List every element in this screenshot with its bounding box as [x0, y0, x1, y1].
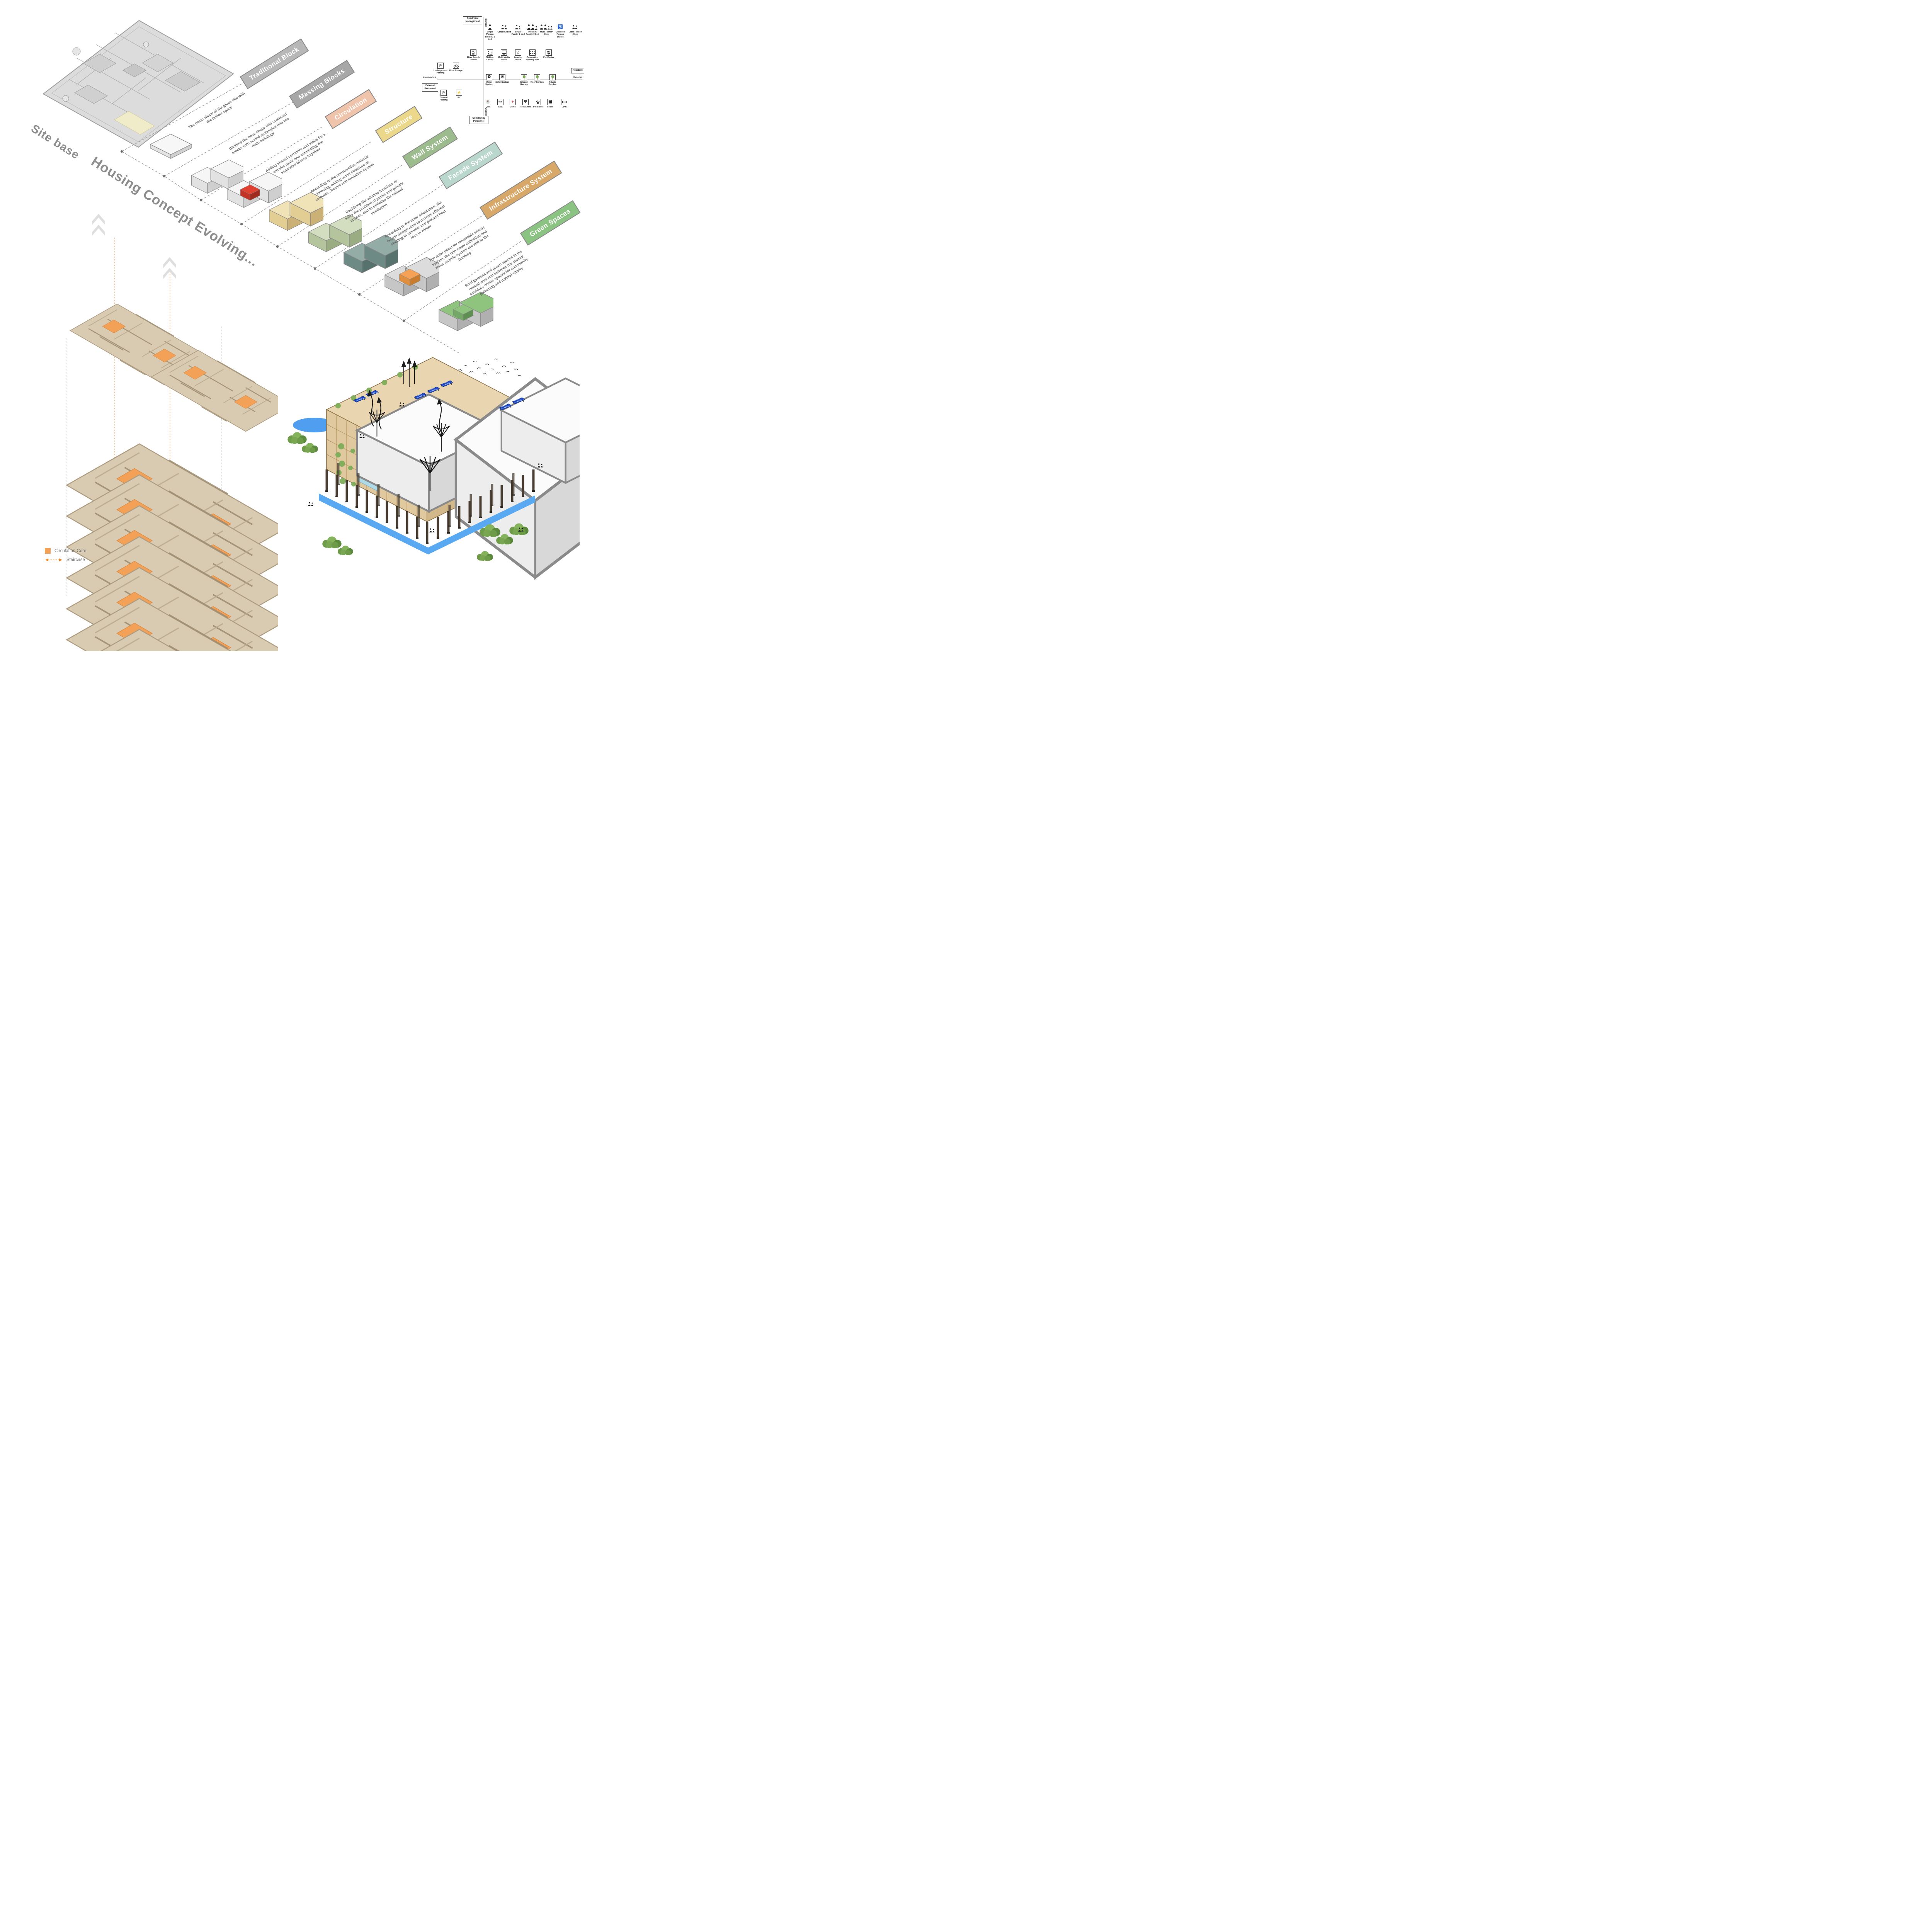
- matrix-item-cvs: CVS CVS: [493, 99, 507, 108]
- up-arrow-icon: [163, 257, 176, 268]
- fork-icon: Ψ: [522, 99, 529, 105]
- staircase-arrow-icon: [45, 558, 62, 561]
- multi-family-icon: [539, 24, 554, 30]
- tree-icon: [521, 74, 527, 80]
- matrix-item-solar-system: ☀ Solar System: [495, 74, 509, 83]
- matrix-item-single-family: Single Family 2 bed: [511, 24, 525, 36]
- exploded-axon: [27, 214, 278, 651]
- apartment-management-tag: Apartment Management: [463, 16, 482, 24]
- step-label-massing-blocks: Massing Blocks: [289, 60, 355, 109]
- ev-charger-icon: ⚡: [456, 90, 462, 96]
- step-label-infrastructure-system: Infrastructure System: [480, 160, 562, 220]
- matrix-item-roof-garden: Roof Garden: [530, 74, 544, 83]
- airflow-arrows: [369, 362, 442, 433]
- paw-icon: [546, 49, 552, 56]
- step-label-green-spaces: Green Spaces: [520, 200, 581, 246]
- step-desc-infrastructure-system: The solar panel for renewable energy sys…: [428, 225, 490, 270]
- sun-icon: ☀: [499, 74, 505, 80]
- up-arrow-icon: [163, 268, 176, 279]
- community-personnel-tag: Community Personnel: [469, 116, 488, 124]
- office-house-icon: ⌂: [515, 49, 521, 56]
- matrix-item-children-center: Children Center: [483, 49, 497, 61]
- axis-label-irrelevance: Irrelevance: [423, 76, 436, 79]
- water-band: [319, 493, 535, 554]
- step-label-facade-system: Facade System: [439, 141, 503, 189]
- axis-label-related: Related: [573, 76, 583, 79]
- step-label-circulation: Circulation: [325, 89, 377, 129]
- underground-parking-icon: P: [437, 63, 444, 69]
- elder-care-icon: [470, 49, 476, 56]
- matrix-item-underground-parking: P Underground Parking: [434, 63, 447, 75]
- media-screen-icon: [501, 49, 507, 56]
- legend-circulation-core: Circulation Core: [45, 548, 86, 554]
- wheelchair-icon: ♿: [558, 24, 563, 29]
- external-personnel-tag: External Personnel: [422, 83, 438, 92]
- tree-icon: [534, 74, 540, 80]
- children-icon: [487, 49, 493, 56]
- resident-tag: Resident: [571, 68, 584, 73]
- axis-label-outward: Outward: [485, 107, 487, 118]
- step-desc-green-spaces: Roof gardens and green spaces in the cen…: [464, 249, 529, 297]
- paw-icon: [535, 99, 541, 105]
- program-matrix: Inward Outward Irrelevance Related Apart…: [421, 14, 591, 130]
- recycle-arrows-icon: ♻: [486, 74, 492, 80]
- store-icon: CVS: [497, 99, 503, 105]
- ground-parking-icon: P: [440, 90, 447, 96]
- matrix-item-bike-storage: Bike Storage: [449, 63, 463, 72]
- up-arrow-icon: [92, 214, 105, 225]
- matrix-item-gym: Gym: [557, 99, 571, 108]
- couple-icon: [501, 24, 507, 30]
- architecture-diagram-board: Site base Housing Concept Evolving... Th…: [0, 0, 673, 673]
- coffee-cup-icon: ☕: [485, 99, 491, 105]
- step-label-structure: Structure: [375, 105, 423, 143]
- bird-flock: [458, 359, 521, 376]
- elder-couple-icon: [572, 24, 578, 30]
- eco-building-axon: [287, 357, 580, 582]
- step-desc-structure: According to the construction material c…: [310, 154, 375, 202]
- bike-icon: [453, 63, 459, 69]
- model-green-spaces: [434, 290, 493, 336]
- step-desc-facade-system: According to the solar orientation, the …: [384, 200, 447, 247]
- matrix-item-fedex: ▣ Fedex: [547, 99, 554, 108]
- legend-staircase: Staircase: [45, 558, 86, 562]
- tree-icon: [549, 74, 556, 80]
- matrix-item-disabled-person: ♿ Disabled Person Studio: [556, 24, 565, 38]
- matrix-item-private-garden: Private Garden: [546, 74, 560, 86]
- single-family-icon: [515, 24, 521, 30]
- up-arrow-icon: [92, 224, 105, 236]
- step-label-traditional-block: Traditional Block: [240, 38, 309, 89]
- package-icon: ▣: [547, 99, 553, 105]
- circulation-core-swatch: [45, 548, 51, 554]
- matrix-item-multi-family: Multi Family 4 bed: [539, 24, 553, 36]
- matrix-item-clinic: + Clinic: [510, 99, 516, 108]
- matrix-item-multi-media-room: Multi Media Room: [497, 49, 511, 61]
- matrix-item-elder-person: Elder Person 2 bed: [568, 24, 582, 36]
- matrix-item-water-system: ♻ Water System: [485, 74, 493, 86]
- matrix-item-single-person: Single Person Studio / 1 bed: [483, 24, 497, 41]
- matrix-item-pet-store: Pet Store: [531, 99, 545, 108]
- meeting-people-icon: [529, 49, 536, 56]
- matrix-item-medium-family: Medium Family 3 bed: [526, 24, 539, 36]
- matrix-item-restaurant: Ψ Restaurant: [520, 99, 531, 108]
- step-label-wall-system: Wall System: [402, 126, 458, 169]
- dumbbell-icon: [561, 99, 567, 105]
- axis-label-inward: Inward: [485, 19, 487, 27]
- pond: [293, 418, 335, 432]
- matrix-item-cafe: ☕ Cafe: [485, 99, 491, 108]
- matrix-item-elder-people-center: Elder People Center: [466, 49, 480, 61]
- medium-family-icon: [525, 24, 540, 30]
- medical-cross-icon: +: [510, 99, 516, 105]
- step-desc-wall-system: Decideing the window locations to solve …: [344, 179, 405, 223]
- single-person-icon: [487, 24, 493, 30]
- matrix-item-ground-parking: P Ground Parking: [437, 90, 451, 102]
- matrix-item-leasing-office: ⌂ Leasing Office: [514, 49, 522, 61]
- matrix-item-coworking-meeting-area: Co-working Meeting Area: [526, 49, 539, 61]
- matrix-item-ev: ⚡ EV: [452, 90, 466, 99]
- legend: Circulation Core Staircase: [45, 548, 86, 562]
- matrix-item-pet-center: Pet Center: [542, 49, 556, 59]
- step-desc-massing-blocks: Dividing the base shape into scattered b…: [228, 112, 290, 155]
- step-desc-circulation: Adding shared corridors and stairs for a…: [265, 132, 327, 175]
- matrix-item-couple: Couple 2 bed: [497, 24, 511, 33]
- matrix-item-shared-garden: Shared Garden: [517, 74, 531, 86]
